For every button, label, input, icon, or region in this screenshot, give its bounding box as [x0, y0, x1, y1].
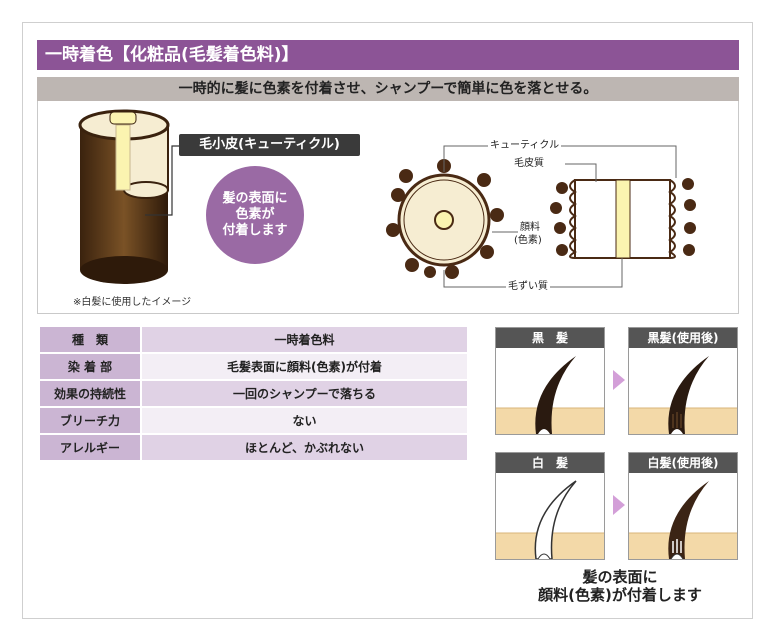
- table-row: ブリーチ力 ない: [40, 407, 467, 435]
- cuticle-leader-line: [145, 145, 180, 216]
- image-note: ※白髪に使用したイメージ: [73, 297, 192, 308]
- circle-note-line-3: 付着します: [222, 223, 288, 238]
- panel-white-hair: 白 髪: [495, 452, 605, 560]
- subtitle-bar: 一時的に髪に色素を付着させ、シャンプーで簡単に色を落とせる。: [37, 77, 739, 101]
- table-row: 効果の持続性 一回のシャンプーで落ちる: [40, 380, 467, 408]
- page-title: 一時着色【化粧品(毛髪着色料)】: [37, 40, 739, 70]
- panel-white-hair-after: 白髪(使用後): [628, 452, 738, 560]
- row-value: ない: [141, 407, 467, 435]
- hair-longitudinal-section: [550, 178, 696, 259]
- black-hair-icon: [496, 356, 604, 434]
- label-medulla: 毛ずい質: [506, 281, 550, 293]
- circle-note-line-1: 髪の表面に: [222, 191, 288, 206]
- label-pigment-sub: (色素): [512, 235, 544, 247]
- row-value: ほとんど、かぶれない: [141, 434, 467, 462]
- cuticle-label: 毛小皮(キューティクル): [179, 134, 360, 156]
- row-key: 種 類: [40, 327, 142, 354]
- pigment-note-circle: 髪の表面に 色素が 付着します: [206, 166, 304, 264]
- row-value: 毛髪表面に顔料(色素)が付着: [141, 353, 467, 381]
- table-row: 種 類 一時着色料: [40, 327, 467, 354]
- panel-black-hair-after: 黒髪(使用後): [628, 327, 738, 435]
- arrow-icon: [613, 495, 625, 515]
- table-row: 染 着 部 毛髪表面に顔料(色素)が付着: [40, 353, 467, 381]
- white-hair-icon: [496, 480, 604, 559]
- panel-header: 黒 髪: [496, 328, 604, 348]
- white-hair-after-icon: [629, 481, 737, 559]
- row-value: 一時着色料: [141, 327, 467, 354]
- illustration-area: [37, 101, 739, 314]
- caption-line-2: 顔料(色素)が付着します: [538, 586, 702, 604]
- hair-cross-section: [386, 159, 504, 279]
- outer-frame: [22, 22, 753, 619]
- row-key: 染 着 部: [40, 353, 142, 381]
- label-pigment: 顔料: [518, 222, 542, 234]
- panel-header: 白 髪: [496, 453, 604, 473]
- black-hair-after-icon: [629, 356, 737, 434]
- result-caption: 髪の表面に 顔料(色素)が付着します: [495, 568, 745, 604]
- panel-header: 黒髪(使用後): [629, 328, 737, 348]
- panel-black-hair: 黒 髪: [495, 327, 605, 435]
- hair-cylinder: [78, 109, 170, 284]
- label-cortex: 毛皮質: [512, 158, 546, 170]
- row-key: アレルギー: [40, 434, 142, 462]
- row-key: 効果の持続性: [40, 380, 142, 408]
- circle-note-line-2: 色素が: [235, 207, 275, 222]
- caption-line-1: 髪の表面に: [582, 568, 658, 586]
- row-key: ブリーチ力: [40, 407, 142, 435]
- row-value: 一回のシャンプーで落ちる: [141, 380, 467, 408]
- arrow-icon: [613, 370, 625, 390]
- label-cuticle: キューティクル: [488, 140, 562, 152]
- panel-header: 白髪(使用後): [629, 453, 737, 473]
- table-row: アレルギー ほとんど、かぶれない: [40, 434, 467, 462]
- info-table: 種 類 一時着色料 染 着 部 毛髪表面に顔料(色素)が付着 効果の持続性 一回…: [40, 327, 467, 462]
